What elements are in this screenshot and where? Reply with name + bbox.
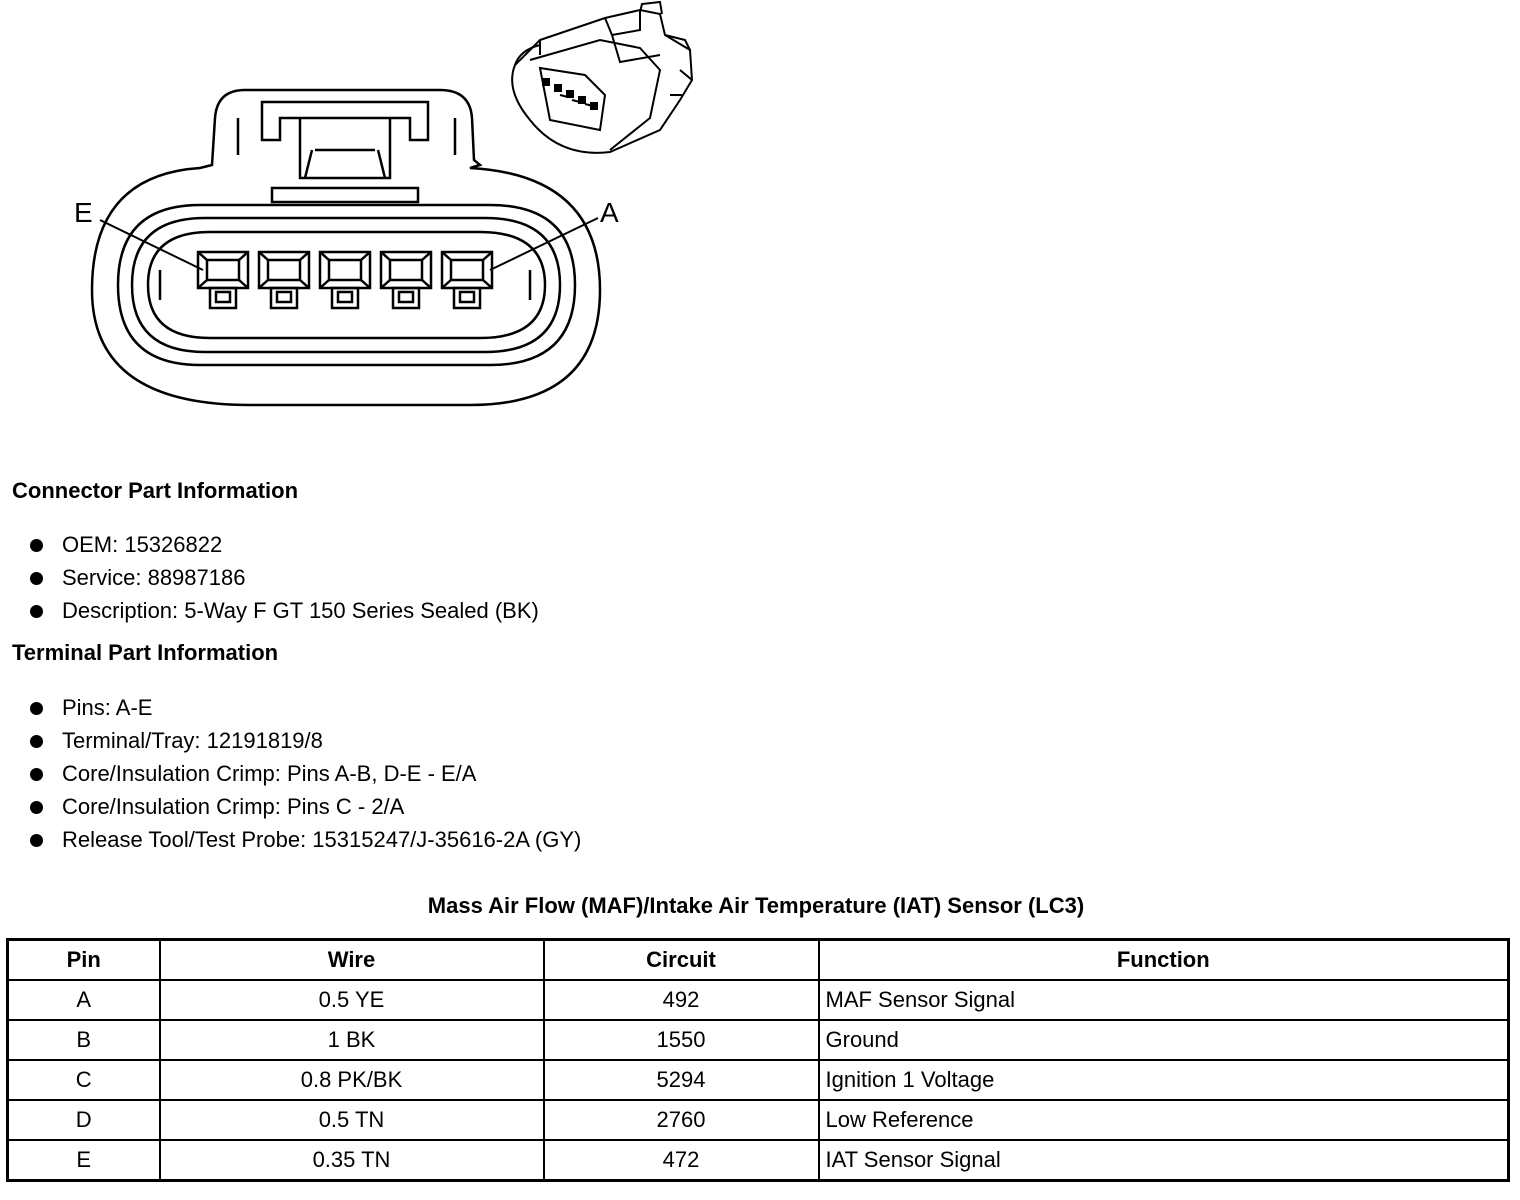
- bullet-icon: [30, 605, 43, 618]
- table-header-row: Pin Wire Circuit Function: [6, 938, 1510, 981]
- table-row: D 0.5 TN 2760 Low Reference: [6, 1099, 1510, 1141]
- bullet-icon: [30, 834, 43, 847]
- cell-wire: 0.8 PK/BK: [158, 1059, 545, 1101]
- leader-line-e: [99, 219, 204, 271]
- list-item: Pins: A-E: [28, 691, 581, 724]
- cell-function: IAT Sensor Signal: [817, 1139, 1510, 1182]
- connector-diagram: E A: [74, 0, 694, 407]
- column-header-pin: Pin: [6, 938, 161, 981]
- cell-wire: 1 BK: [158, 1019, 545, 1061]
- bullet-icon: [30, 572, 43, 585]
- cell-wire: 0.35 TN: [158, 1139, 545, 1182]
- list-item: Core/Insulation Crimp: Pins C - 2/A: [28, 790, 581, 823]
- connector-part-info-heading: Connector Part Information: [12, 478, 299, 503]
- column-header-function: Function: [817, 938, 1510, 981]
- bullet-icon: [30, 801, 43, 814]
- cell-pin: E: [6, 1139, 161, 1182]
- bullet-icon: [30, 539, 43, 552]
- list-item: Terminal/Tray: 12191819/8: [28, 724, 581, 757]
- bullet-icon: [30, 768, 43, 781]
- connector-3d-illustration: [511, 0, 694, 154]
- connector-outer-housing: [90, 88, 602, 407]
- table-row: C 0.8 PK/BK 5294 Ignition 1 Voltage: [6, 1059, 1510, 1101]
- column-header-wire: Wire: [158, 938, 545, 981]
- table-title: Mass Air Flow (MAF)/Intake Air Temperatu…: [427, 893, 1085, 918]
- cell-wire: 0.5 TN: [158, 1099, 545, 1141]
- list-item: OEM: 15326822: [28, 528, 539, 561]
- terminal-cavity: [318, 250, 372, 310]
- cell-pin: A: [6, 979, 161, 1021]
- cell-pin: D: [6, 1099, 161, 1141]
- connector-part-info-list: OEM: 15326822 Service: 88987186 Descript…: [28, 528, 539, 627]
- cell-circuit: 1550: [542, 1019, 820, 1061]
- terminal-cavity: [440, 250, 494, 310]
- terminal-cavity: [257, 250, 311, 310]
- leader-line-a: [489, 217, 599, 271]
- terminal-cavity: [379, 250, 433, 310]
- table-row: A 0.5 YE 492 MAF Sensor Signal: [6, 979, 1510, 1021]
- table-row: B 1 BK 1550 Ground: [6, 1019, 1510, 1061]
- cell-function: Ground: [817, 1019, 1510, 1061]
- bullet-icon: [30, 735, 43, 748]
- terminal-part-info-list: Pins: A-E Terminal/Tray: 12191819/8 Core…: [28, 691, 581, 856]
- cell-circuit: 492: [542, 979, 820, 1021]
- cell-function: MAF Sensor Signal: [817, 979, 1510, 1021]
- pin-label-e: E: [74, 197, 93, 228]
- cell-wire: 0.5 YE: [158, 979, 545, 1021]
- terminal-part-info-heading: Terminal Part Information: [12, 640, 279, 665]
- cell-circuit: 472: [542, 1139, 820, 1182]
- cell-pin: C: [6, 1059, 161, 1101]
- list-item: Core/Insulation Crimp: Pins A-B, D-E - E…: [28, 757, 581, 790]
- column-header-circuit: Circuit: [542, 938, 820, 981]
- terminal-cavity: [196, 250, 250, 310]
- list-item: Description: 5-Way F GT 150 Series Seale…: [28, 594, 539, 627]
- list-item: Release Tool/Test Probe: 15315247/J-3561…: [28, 823, 581, 856]
- cell-circuit: 5294: [542, 1059, 820, 1101]
- cell-function: Ignition 1 Voltage: [817, 1059, 1510, 1101]
- pin-label-a: A: [600, 197, 619, 228]
- bullet-icon: [30, 702, 43, 715]
- cell-function: Low Reference: [817, 1099, 1510, 1141]
- cell-pin: B: [6, 1019, 161, 1061]
- pinout-table: Pin Wire Circuit Function A 0.5 YE 492 M…: [6, 938, 1510, 1182]
- table-row: E 0.35 TN 472 IAT Sensor Signal: [6, 1139, 1510, 1182]
- cell-circuit: 2760: [542, 1099, 820, 1141]
- list-item: Service: 88987186: [28, 561, 539, 594]
